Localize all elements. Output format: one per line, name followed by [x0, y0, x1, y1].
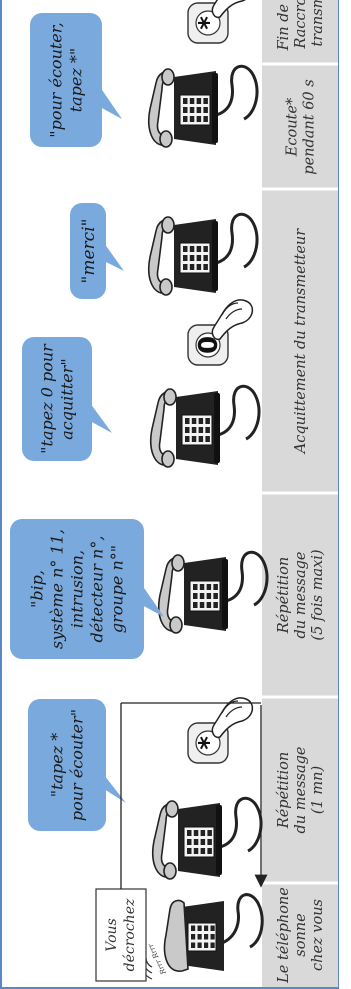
bubble-shape: [10, 519, 144, 659]
keypad-hand-icon: *: [187, 697, 254, 764]
step-label-line: (1 mn): [310, 766, 326, 814]
bubble-text: pour écouter": [68, 709, 87, 821]
step-label-line: pendant 60 s: [302, 79, 318, 174]
bubble-text: tapez *": [67, 48, 86, 113]
bubble-text: intrusion,: [68, 550, 87, 628]
step-label-line: du message: [293, 552, 309, 639]
step-label: Ecoute*pendant 60 s: [285, 79, 318, 174]
keypad-hand-icon: *: [187, 0, 254, 44]
telephone-icon: [158, 550, 269, 634]
callout-line-1: Vous: [104, 918, 120, 951]
bubble-text: "tapez 0 pour: [38, 343, 57, 454]
band-bg: [262, 0, 338, 987]
bubble-shape: [28, 699, 106, 831]
step-label-line: Acquittement du transmetteur: [293, 228, 309, 456]
step-label-line: (5 fois maxi): [310, 549, 326, 640]
bubble-text: groupe n°": [108, 545, 127, 633]
telephone-icon: [152, 796, 263, 880]
speech-bubble: "pour écouter,tapez *": [30, 13, 122, 147]
telephone-icon: [148, 64, 259, 148]
diagram-content: Rrrr Rrrr * 0 * "tapez *pour écouter" "bip,sy…: [10, 0, 269, 980]
callout-group: Vous décrochez: [95, 702, 268, 982]
step-label-line: sonne: [293, 913, 309, 956]
bubble-text: "merci": [79, 219, 99, 284]
keypad-hand-icon: 0: [187, 299, 254, 366]
bubble-text: acquitter": [58, 358, 77, 440]
step-label-line: chez vous: [310, 899, 326, 971]
speech-bubble: "tapez *pour écouter": [28, 699, 126, 831]
bubble-text: "pour écouter,: [47, 22, 66, 138]
step-label-line: Fin de l'appel.: [276, 0, 292, 51]
step-label-line: Répétition: [276, 752, 292, 829]
step-label-line: Ecoute*: [285, 97, 301, 157]
telephone-icon: [148, 212, 259, 296]
step-label: Acquittement du transmetteur: [293, 228, 309, 456]
step-label-line: du message: [293, 747, 309, 834]
ringing-phone-icon: Rrrr Rrrr: [138, 893, 264, 980]
telephone-icon: [150, 384, 261, 468]
step-label-line: Raccroché du: [293, 0, 309, 50]
bubble-shape: [70, 203, 106, 299]
bubble-shape: [30, 13, 102, 147]
bubble-text: "bip,: [28, 570, 47, 608]
bubble-text: détecteur n°,: [88, 536, 107, 643]
step-label-line: Le téléphone: [276, 887, 292, 984]
step-label-line: Répétition: [276, 557, 292, 634]
callout-line-2: décrochez: [122, 898, 138, 971]
speech-bubble: "bip,système n° 11,intrusion,détecteur n…: [10, 519, 164, 659]
speech-bubble: "merci": [70, 203, 124, 299]
key-label: *: [194, 16, 224, 30]
step-label-line: transmetteur: [310, 0, 326, 47]
key-label: 0: [194, 336, 224, 354]
key-label: *: [194, 736, 224, 750]
bubble-text: système n° 11,: [48, 529, 67, 649]
bubble-text: "tapez *: [48, 733, 67, 798]
bubble-shape: [22, 337, 92, 461]
